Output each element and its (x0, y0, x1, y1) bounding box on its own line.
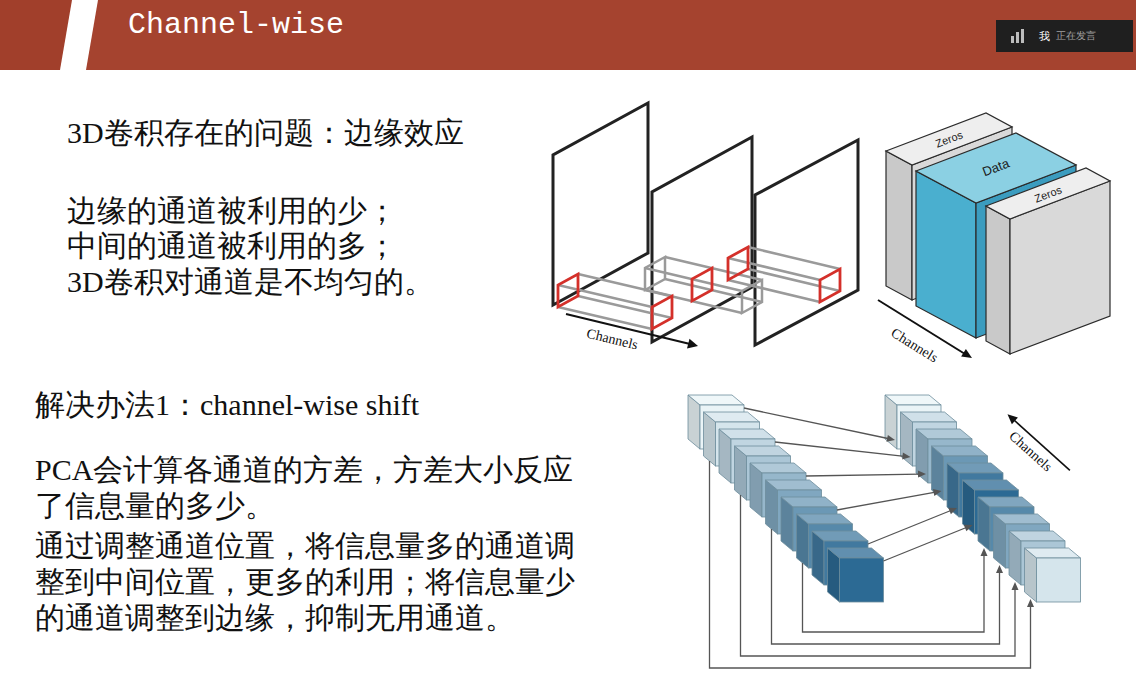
body-text: 边缘的通道被利用的少； (67, 193, 397, 229)
kernel-edge (748, 247, 840, 269)
arrow-head (1012, 582, 1019, 590)
kernel-tubes (558, 247, 840, 329)
kernel-face (645, 257, 665, 290)
channel-plane (553, 103, 648, 305)
body-paragraph: 通过调整通道位置，将信息量多的通道调整到中间位置，更多的利用；将信息量少的通道调… (35, 528, 583, 636)
cube-top (735, 446, 791, 456)
cube-top (797, 514, 853, 524)
arrow-head (902, 453, 910, 460)
cube-top (978, 497, 1034, 507)
speaker-name: 我 (1039, 29, 1050, 44)
arrow-head (886, 435, 895, 442)
body-text: 3D卷积对通道是不均匀的。 (67, 264, 434, 300)
cube-top (963, 480, 1019, 490)
cube-top (916, 429, 972, 439)
arrow-head (918, 471, 926, 478)
arrow-head (964, 525, 973, 531)
shift-arrow (806, 474, 920, 476)
cube-top (781, 497, 837, 507)
header-band (86, 0, 1136, 70)
arrow-head (948, 508, 957, 514)
cube-front (840, 558, 884, 602)
body-text: 中间的通道被利用的多； (67, 228, 397, 264)
kernel-face (692, 268, 712, 301)
channel-shift-figure (688, 395, 1081, 668)
arrow-head (996, 565, 1003, 573)
cube-top (901, 412, 957, 422)
cube-top (932, 446, 988, 456)
arrow-head (1008, 414, 1018, 424)
cube-top (766, 480, 822, 490)
slab-side (886, 151, 912, 300)
arrow-head (687, 339, 698, 349)
cube-front (1037, 558, 1081, 602)
shift-loop (803, 554, 985, 632)
shift-loop (772, 529, 1000, 644)
shift-arrow (884, 527, 967, 561)
cube-top (828, 548, 884, 558)
body-paragraph: PCA会计算各通道的方差，方差大小反应了信息量的多少。 (35, 452, 583, 524)
axis-label: Channels (887, 325, 940, 367)
kernel-edge (665, 279, 762, 302)
kernel-face (742, 280, 762, 313)
header-tab (0, 0, 72, 70)
body-text: 解决办法1：channel-wise shift (35, 387, 419, 423)
shift-loop (710, 461, 1031, 668)
kernel-face (558, 274, 578, 307)
tensor-slab: Zeros (985, 167, 1111, 355)
signal-icon (1011, 29, 1025, 43)
kernel-face (652, 296, 672, 329)
slab-top (986, 168, 1110, 219)
cube-top (1025, 548, 1081, 558)
speaking-status: 正在发言 (1056, 29, 1096, 43)
status-badge: 我正在发言 (996, 20, 1133, 52)
kernel-red (558, 247, 840, 329)
cube-top (885, 395, 941, 405)
kernel-edge (578, 296, 672, 318)
cube-top (750, 463, 806, 473)
cube-top (704, 412, 760, 422)
cube-top (947, 463, 1003, 473)
cube-top (1009, 531, 1065, 541)
slab-side (986, 206, 1010, 354)
cube-top (688, 395, 744, 405)
signal-bar (1021, 29, 1024, 43)
slide-title: Channel-wise (128, 8, 344, 42)
cube-top (719, 429, 775, 439)
cube-top (994, 514, 1050, 524)
shift-loop (741, 495, 1016, 656)
arrow-head (1027, 599, 1034, 607)
body-text: 3D卷积存在的问题：边缘效应 (67, 115, 464, 151)
arrow-head (961, 349, 972, 358)
kernel-face (820, 269, 840, 302)
signal-bar (1011, 36, 1014, 43)
channel-plane (755, 140, 858, 345)
signal-bar (1016, 32, 1019, 43)
shift-arrow (837, 492, 936, 510)
conv-planes (553, 103, 858, 345)
kernel-face (728, 247, 748, 280)
shift-arrow (775, 442, 905, 456)
arrow-head (933, 489, 942, 496)
shift-arrow (744, 408, 889, 439)
arrow-head (981, 548, 988, 556)
cube-top (812, 531, 868, 541)
